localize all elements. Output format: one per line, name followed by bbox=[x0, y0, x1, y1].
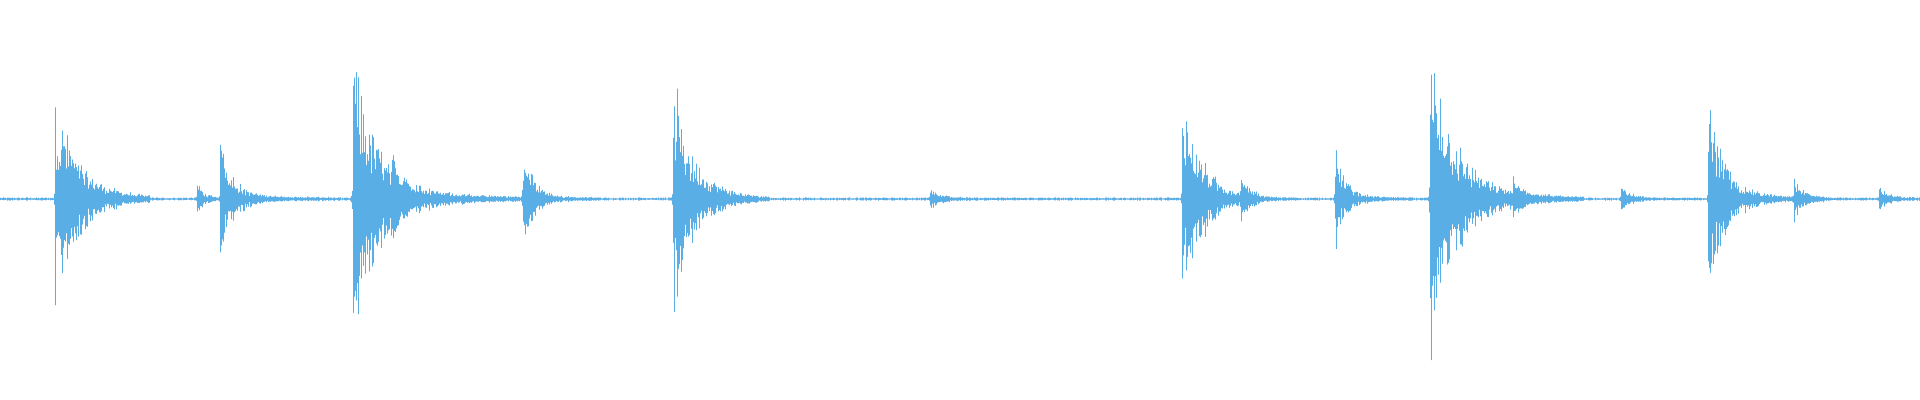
waveform-path bbox=[0, 72, 1920, 361]
waveform-samples bbox=[0, 72, 1920, 361]
